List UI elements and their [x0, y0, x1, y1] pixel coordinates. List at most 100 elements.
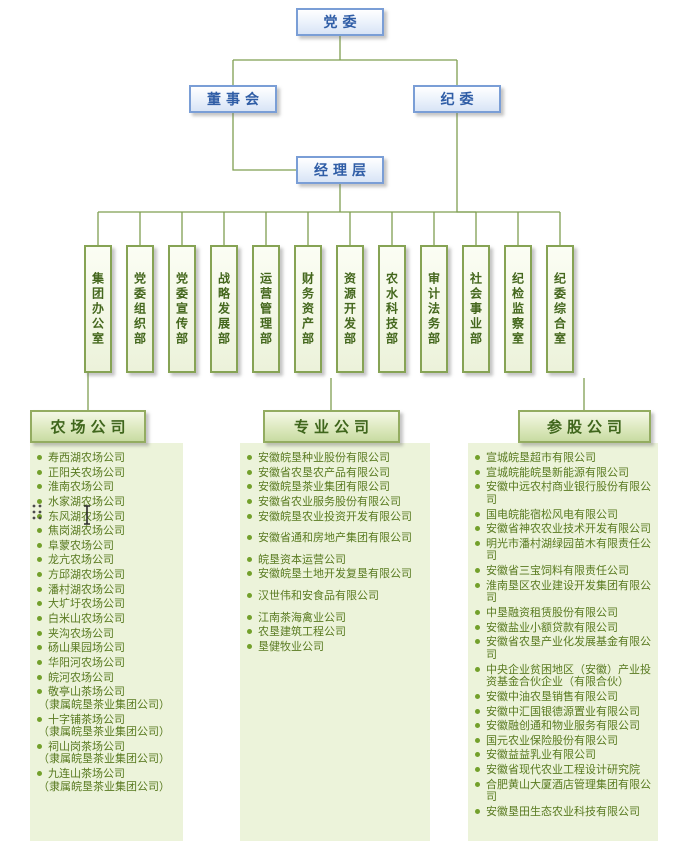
node-management-layer: 经理层 [296, 156, 384, 184]
company-name: 国元农业保险股份有限公司 [486, 734, 618, 747]
drag-handle-icon [32, 504, 42, 520]
bullet-icon [247, 593, 252, 599]
node-discipline-committee: 纪委 [413, 85, 501, 113]
department-box: 党委组织部 [126, 245, 154, 373]
department-box: 社会事业部 [462, 245, 490, 373]
company-name: 九连山茶场公司 [48, 768, 125, 781]
bullet-icon [475, 737, 480, 743]
department-box: 农水科技部 [378, 245, 406, 373]
bullet-icon [247, 644, 252, 650]
company-name: 合肥黄山大厦酒店管理集团有限公司 [486, 778, 651, 804]
company-name: 安徽中远农村商业银行股份有限公司 [486, 481, 651, 506]
company-item: 水家湖农场公司 [36, 496, 178, 509]
department-label: 农水科技部 [384, 271, 399, 347]
bullet-icon [475, 781, 480, 787]
bullet-icon [475, 809, 480, 815]
company-name: 白米山农场公司 [48, 613, 125, 626]
company-name: 焦岗湖农场公司 [48, 525, 125, 538]
company-item: 安徽皖垦种业股份有限公司 [246, 452, 425, 465]
company-name: 国电皖能宿松风电有限公司 [486, 508, 618, 521]
bullet-icon [475, 723, 480, 729]
department-label: 纪检监察室 [510, 271, 525, 347]
company-name: 夹沟农场公司 [48, 627, 114, 640]
department-box: 集团办公室 [84, 245, 112, 373]
professional-companies-list: 安徽皖垦种业股份有限公司 安徽省农垦农产品有限公司 安徽皖垦茶业集团有限公司 [240, 443, 430, 662]
company-name: 砀山果园场公司 [48, 642, 125, 655]
bullet-icon [37, 616, 42, 622]
bullet-icon [247, 556, 252, 562]
bullet-icon [475, 610, 480, 616]
company-name: 安徽省通和房地产集团有限公司 [258, 532, 412, 545]
bullet-icon [37, 469, 42, 475]
company-name: 方邱湖农场公司 [48, 569, 125, 582]
bullet-icon [247, 614, 252, 620]
company-name: 明光市潘村湖绿园苗木有限责任公司 [486, 537, 651, 563]
bullet-icon [247, 498, 252, 504]
company-name: 安徽省农垦产业化发展基金有限公司 [486, 636, 651, 661]
company-name: 潘村湖农场公司 [48, 583, 125, 596]
company-item: 淮南垦区农业建设开发集团有限公司 [474, 580, 653, 605]
company-item: 安徽垦田生态农业科技有限公司 [474, 806, 653, 819]
company-item: 宣城皖能皖垦新能源有限公司 [474, 467, 653, 480]
company-item: 正阳关农场公司 [36, 467, 178, 480]
bullet-icon [247, 469, 252, 475]
bullet-icon [37, 659, 42, 665]
company-name: 安徽省农业服务股份有限公司 [258, 495, 401, 508]
company-name: 安徽省现代农业工程设计研究院 [486, 764, 640, 777]
company-name: 祠山岗茶场公司 [48, 740, 125, 753]
company-name: 淮南农场公司 [48, 481, 114, 494]
company-item: 东风湖农场公司 [36, 511, 178, 524]
company-item: 合肥黄山大厦酒店管理集团有限公司 [474, 779, 653, 804]
text-cursor-icon [84, 505, 90, 525]
bullet-icon [247, 535, 252, 541]
farm-companies-list: 寿西湖农场公司 正阳关农场公司 淮南农场公司 水家湖农场公 [30, 443, 183, 801]
bullet-icon [37, 513, 42, 519]
company-item: 安徽盐业小额贷款有限公司 [474, 622, 653, 635]
company-name: 安徽皖垦茶业集团有限公司 [258, 481, 390, 494]
company-item: 龙亢农场公司 [36, 554, 178, 567]
company-name: 十字铺茶场公司 [48, 713, 125, 726]
company-name: 中央企业贫困地区（安徽）产业投资基金合伙企业（有限合伙） [486, 663, 651, 689]
company-item: 安徽皖垦土地开发复垦有限公司 [246, 568, 425, 581]
company-item: 白米山农场公司 [36, 613, 178, 626]
bullet-icon [247, 513, 252, 519]
company-name: 皖垦资本运营公司 [258, 553, 346, 566]
bullet-icon [475, 511, 480, 517]
department-label: 资源开发部 [342, 271, 357, 347]
bullet-icon [37, 743, 42, 749]
company-note: （隶属皖垦茶业集团公司） [38, 753, 170, 766]
department-label: 财务资产部 [300, 271, 315, 347]
bullet-icon [37, 601, 42, 607]
company-name: 中垦融资租赁股份有限公司 [486, 607, 618, 620]
company-item: 安徽皖垦茶业集团有限公司 [246, 481, 425, 494]
company-item: 安徽省三宝饲料有限责任公司 [474, 565, 653, 578]
department-box: 财务资产部 [294, 245, 322, 373]
bullet-icon [475, 484, 480, 490]
company-item: 潘村湖农场公司 [36, 584, 178, 597]
bullet-icon [37, 528, 42, 534]
company-item: 焦岗湖农场公司 [36, 525, 178, 538]
company-name: 垦健牧业公司 [258, 641, 324, 654]
bullet-icon [475, 693, 480, 699]
bullet-icon [37, 498, 42, 504]
department-label: 集团办公室 [90, 271, 105, 347]
bullet-icon [475, 639, 480, 645]
company-name: 敬亭山茶场公司 [48, 686, 125, 699]
company-note: （隶属皖垦茶业集团公司） [38, 698, 170, 711]
company-item: 皖河农场公司 [36, 672, 178, 685]
company-item: 垦健牧业公司 [246, 641, 425, 654]
invested-companies-list: 宣城皖垦超市有限公司 宣城皖能皖垦新能源有限公司 安徽中远农村商业银行股份有限公… [468, 443, 658, 827]
company-name: 大圹圩农场公司 [48, 598, 125, 611]
company-name: 宣城皖垦超市有限公司 [486, 452, 596, 464]
company-name: 安徽盐业小额贷款有限公司 [486, 621, 618, 634]
bullet-icon [37, 716, 42, 722]
company-item: 安徽省农垦农产品有限公司 [246, 467, 425, 480]
bullet-icon [475, 582, 480, 588]
company-item: 安徽中汇国银德源置业有限公司 [474, 706, 653, 719]
company-item: 中央企业贫困地区（安徽）产业投资基金合伙企业（有限合伙） [474, 664, 653, 689]
department-box: 党委宣传部 [168, 245, 196, 373]
company-item: 安徽益益乳业有限公司 [474, 749, 653, 762]
department-box: 战略发展部 [210, 245, 238, 373]
